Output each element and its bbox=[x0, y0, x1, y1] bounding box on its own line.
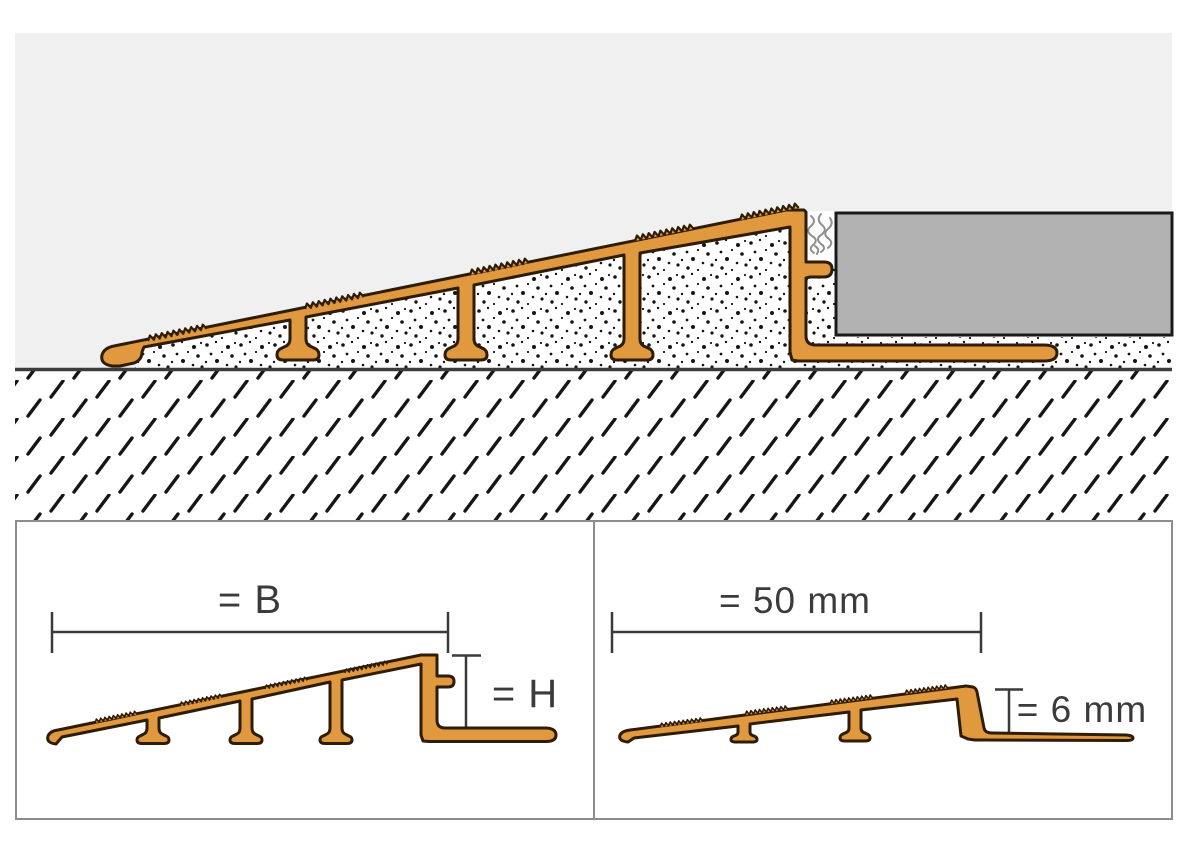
installed-view bbox=[15, 33, 1174, 521]
mortar-bed bbox=[135, 224, 1172, 368]
dimension-line-height-6mm bbox=[995, 688, 1023, 732]
left-profile-shape bbox=[46, 653, 558, 746]
dimension-line-width-50mm bbox=[610, 612, 983, 653]
left-detail-panel-frame bbox=[15, 520, 595, 820]
left-width-dimension-label: = B bbox=[217, 578, 283, 622]
right-height-dimension-label: = 6 mm bbox=[1016, 689, 1148, 730]
dimension-line-width-B bbox=[50, 612, 450, 653]
left-height-dimension-label: = H bbox=[491, 672, 559, 716]
right-detail-panel-frame bbox=[593, 520, 1173, 820]
right-width-dimension-label: = 50 mm bbox=[719, 580, 871, 621]
substrate-hatch-pattern bbox=[15, 371, 1172, 521]
grout-joint bbox=[806, 211, 837, 264]
right-profile-shape bbox=[618, 684, 1135, 744]
ramp-profile-shape bbox=[100, 208, 1059, 368]
left-detail-drawing bbox=[46, 612, 558, 746]
floor-tile bbox=[834, 211, 1174, 337]
right-detail-drawing bbox=[610, 612, 1135, 744]
dimension-line-height-H bbox=[452, 654, 481, 727]
